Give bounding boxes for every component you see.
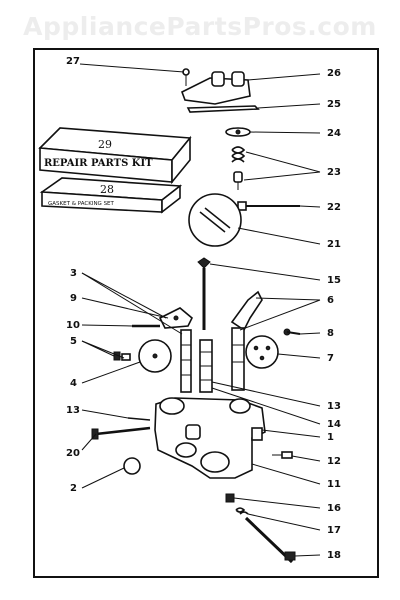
callout-14: 14 bbox=[327, 419, 341, 430]
callout-10: 10 bbox=[66, 320, 80, 331]
part-21-disc[interactable] bbox=[188, 193, 242, 247]
callout-21: 21 bbox=[327, 239, 341, 250]
callout-6: 6 bbox=[327, 295, 334, 306]
repair-parts-kit-box[interactable]: 29 REPAIR PARTS KIT bbox=[38, 127, 192, 185]
part-13-screw[interactable] bbox=[127, 417, 151, 421]
leader-lines bbox=[79, 63, 321, 557]
callout-7: 7 bbox=[327, 353, 334, 364]
callout-13-right: 13 bbox=[327, 401, 341, 412]
callout-9: 9 bbox=[70, 293, 77, 304]
part-3-rod[interactable] bbox=[180, 329, 192, 393]
callout-17: 17 bbox=[327, 525, 341, 536]
callout-8: 8 bbox=[327, 328, 334, 339]
part-20-screw[interactable] bbox=[91, 426, 151, 440]
callout-20: 20 bbox=[66, 448, 80, 459]
kit-label-repair-parts: REPAIR PARTS KIT bbox=[44, 158, 153, 169]
kit-number-29: 29 bbox=[98, 138, 112, 151]
callout-25: 25 bbox=[327, 99, 341, 110]
callout-15: 15 bbox=[327, 275, 341, 286]
watermark-text: AppliancePartsPros.com bbox=[23, 12, 377, 41]
callout-11: 11 bbox=[327, 479, 341, 490]
part-1-valve-body[interactable] bbox=[154, 397, 266, 479]
callout-13-left: 13 bbox=[66, 405, 80, 416]
part-14-center-stem[interactable] bbox=[199, 339, 213, 393]
callout-22: 22 bbox=[327, 202, 341, 213]
callout-16: 16 bbox=[327, 503, 341, 514]
callout-27: 27 bbox=[66, 56, 80, 67]
gasket-packing-set-box[interactable]: 28 GASKET & PACKING SET bbox=[39, 177, 183, 214]
callout-3: 3 bbox=[70, 268, 77, 279]
part-18-rod[interactable] bbox=[244, 516, 296, 564]
part-4-disc[interactable] bbox=[138, 339, 172, 373]
callout-26: 26 bbox=[327, 68, 341, 79]
part-16-plug[interactable] bbox=[225, 493, 235, 503]
callout-12: 12 bbox=[327, 456, 341, 467]
callout-24: 24 bbox=[327, 128, 341, 139]
part-25-strip[interactable] bbox=[186, 105, 260, 113]
part-15-stem[interactable] bbox=[197, 257, 211, 330]
callout-numbers: 27 26 25 24 23 22 21 15 3 9 6 10 8 5 7 4… bbox=[66, 56, 341, 561]
diagram-frame bbox=[33, 48, 379, 578]
callout-5: 5 bbox=[70, 336, 77, 347]
part-5-clip[interactable] bbox=[113, 351, 131, 361]
part-2-ball[interactable] bbox=[123, 457, 141, 475]
kit-number-28: 28 bbox=[100, 183, 114, 196]
part-24-gasket[interactable] bbox=[225, 127, 251, 137]
part-8-screw[interactable] bbox=[283, 328, 301, 336]
callout-4: 4 bbox=[70, 378, 77, 389]
callout-1: 1 bbox=[327, 432, 334, 443]
part-23-valve-spring[interactable] bbox=[231, 146, 246, 190]
kit-label-gasket-packing: GASKET & PACKING SET bbox=[48, 201, 115, 207]
part-17-spring[interactable] bbox=[235, 507, 249, 515]
part-9-lever[interactable] bbox=[158, 307, 193, 329]
part-7-disc[interactable] bbox=[245, 335, 279, 369]
callout-18: 18 bbox=[327, 550, 341, 561]
callout-2: 2 bbox=[70, 483, 77, 494]
callout-23: 23 bbox=[327, 167, 341, 178]
part-6-arm[interactable] bbox=[230, 290, 263, 391]
part-22-pin[interactable] bbox=[237, 201, 300, 211]
part-12-fitting[interactable] bbox=[272, 451, 293, 459]
part-26-bracket-assembly[interactable] bbox=[180, 71, 251, 105]
